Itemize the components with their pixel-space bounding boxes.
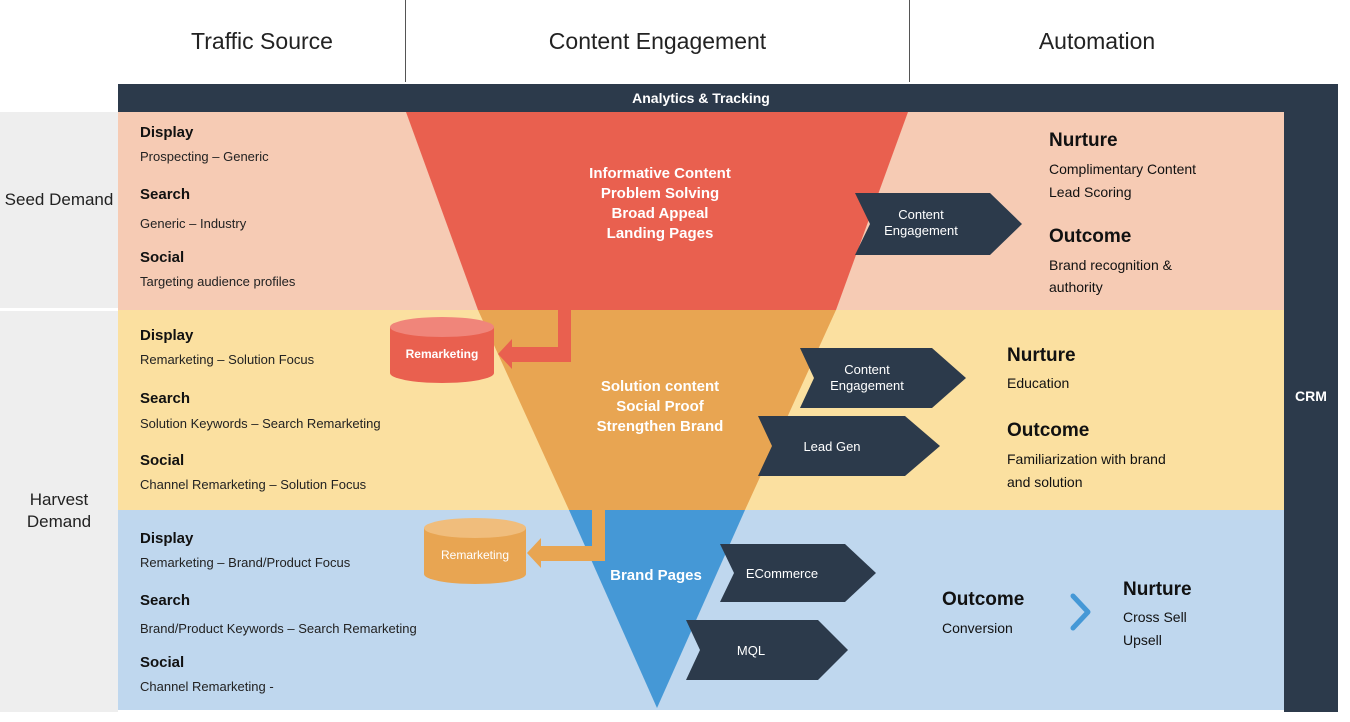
funnel-mid-line: Solution content — [600, 378, 720, 395]
mql-label: MQL — [736, 643, 766, 658]
mid-outcome-line: and solution — [1007, 474, 1083, 490]
low-social-desc: Channel Remarketing - — [140, 679, 274, 694]
mid-outcome-line: Familiarization with brand — [1007, 451, 1166, 467]
funnel-bottom-text: Brand Pages — [610, 567, 702, 584]
funnel-top-line: Informative Content — [589, 165, 731, 182]
lead-gen-arrow — [758, 416, 940, 476]
seed-outcome-line: authority — [1049, 279, 1103, 295]
chevron-right-icon — [1070, 593, 1091, 631]
seed-social-title: Social — [140, 249, 185, 266]
mid-nurture-title: Nurture — [1007, 345, 1076, 366]
funnel-mid-line: Social Proof — [616, 398, 704, 415]
funnel-bottom-section — [569, 510, 745, 708]
mid-display-desc: Remarketing – Solution Focus — [140, 352, 315, 367]
low-search-title: Search — [140, 592, 191, 609]
ecommerce-label: ECommerce — [745, 566, 819, 581]
mid-search-desc: Solution Keywords – Search Remarketing — [140, 416, 381, 431]
seed-nurture-line: Complimentary Content — [1049, 161, 1197, 177]
funnel-mid-text: Solution content Social Proof Strengthen… — [520, 377, 800, 437]
seed-nurture-line: Lead Scoring — [1049, 184, 1132, 200]
header-content-engagement: Content Engagement — [548, 28, 767, 54]
mid-engagement-arrow — [800, 348, 966, 408]
mid-nurture-line: Education — [1007, 375, 1070, 391]
header-divider — [405, 0, 406, 82]
seed-row-label-bg — [0, 112, 118, 308]
funnel-top-text: Informative Content Problem Solving Broa… — [520, 164, 800, 244]
analytics-tracking-bar: Analytics & Tracking — [118, 84, 1284, 112]
seed-nurture-title: Nurture — [1049, 130, 1118, 151]
seed-engagement-arrow — [855, 193, 1022, 255]
low-outcome-line: Conversion — [942, 620, 1013, 636]
seed-outcome-title: Outcome — [1049, 226, 1132, 247]
header-automation: Automation — [1038, 28, 1156, 54]
seed-engagement-label: Content Engagement — [884, 207, 958, 238]
remarketing-arrow-2 — [527, 510, 605, 568]
remarketing-cylinder-2 — [424, 518, 526, 584]
ecommerce-arrow — [720, 544, 876, 602]
header-traffic-source: Traffic Source — [191, 28, 333, 54]
funnel-top-line: Broad Appeal — [611, 205, 709, 222]
seed-social-desc: Targeting audience profiles — [140, 274, 296, 289]
low-display-title: Display — [140, 530, 194, 547]
crm-bar — [1284, 84, 1338, 712]
mid-display-title: Display — [140, 327, 194, 344]
mid-outcome-title: Outcome — [1007, 420, 1090, 441]
seed-outcome-line: Brand recognition & — [1049, 257, 1172, 273]
mid-engagement-label: Content Engagement — [830, 362, 904, 393]
remarketing-arrow-1 — [498, 310, 571, 369]
low-nurture-line: Upsell — [1123, 632, 1162, 648]
low-nurture-line: Cross Sell — [1123, 609, 1187, 625]
low-outcome-title: Outcome — [942, 589, 1025, 610]
low-nurture-title: Nurture — [1123, 579, 1192, 600]
low-social-title: Social — [140, 654, 185, 671]
crm-label: CRM — [1295, 388, 1327, 404]
remarketing-label-1: Remarketing — [405, 347, 479, 361]
seed-search-title: Search — [140, 186, 191, 203]
mid-search-title: Search — [140, 390, 191, 407]
remarketing-label-2: Remarketing — [440, 548, 510, 562]
low-search-desc: Brand/Product Keywords – Search Remarket… — [140, 621, 417, 636]
harvest-demand-label: Harvest Demand — [26, 490, 92, 531]
mid-social-desc: Channel Remarketing – Solution Focus — [140, 477, 367, 492]
low-display-desc: Remarketing – Brand/Product Focus — [140, 555, 351, 570]
seed-display-title: Display — [140, 124, 194, 141]
mid-social-title: Social — [140, 452, 185, 469]
mql-arrow — [686, 620, 848, 680]
funnel-mid-line: Strengthen Brand — [596, 418, 724, 435]
harvest-row-label-bg — [0, 311, 118, 712]
seed-demand-label: Seed Demand — [4, 190, 114, 209]
seed-display-desc: Prospecting – Generic — [140, 149, 269, 164]
seed-search-desc: Generic – Industry — [140, 216, 247, 231]
funnel-top-section — [406, 112, 908, 310]
funnel-top-line: Landing Pages — [606, 225, 714, 242]
funnel-top-line: Problem Solving — [600, 185, 720, 202]
remarketing-cylinder-1 — [390, 317, 494, 383]
lead-gen-label: Lead Gen — [803, 439, 861, 454]
header-divider — [909, 0, 910, 82]
